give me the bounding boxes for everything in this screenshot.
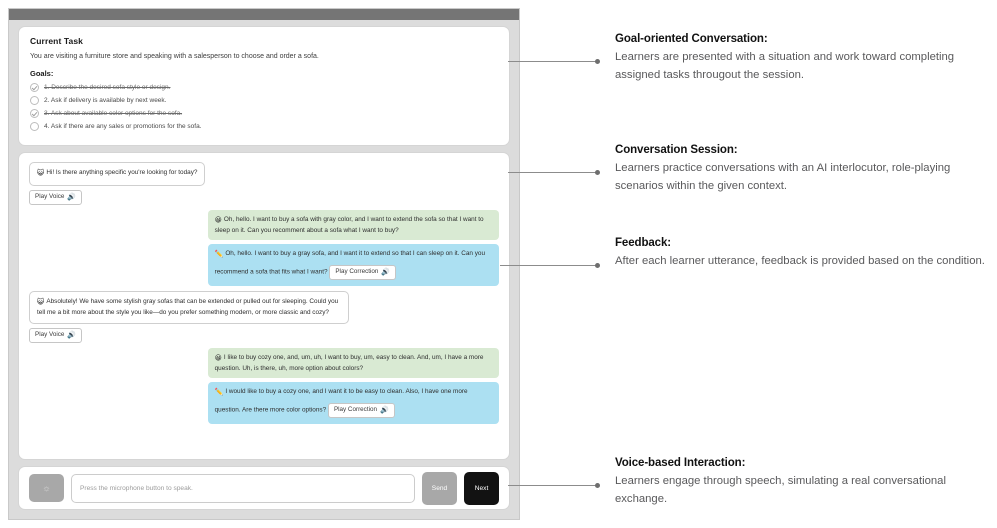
cat-face-icon: 😺 — [37, 170, 45, 178]
annotation-title: Goal-oriented Conversation: — [615, 33, 768, 45]
pencil-icon: ✏️ — [214, 250, 224, 258]
smiley-face-icon: 😀 — [214, 354, 222, 362]
goal-item-2[interactable]: 2. Ask if delivery is available by next … — [30, 96, 498, 106]
pencil-icon: ✏️ — [214, 388, 224, 396]
play-correction-label: Play Correction — [333, 406, 377, 414]
speaker-icon: 🔊 — [67, 193, 77, 201]
annotation-title: Conversation Session: — [615, 144, 738, 156]
annotation-conversation-session: Conversation Session: Learners practice … — [615, 144, 995, 195]
annotation-title: Voice-based Interaction: — [615, 457, 746, 469]
chat-turn-ai: 😺Absolutely! We have some stylish gray s… — [29, 291, 499, 343]
connector-line-voice — [508, 482, 600, 488]
correction-bubble: ✏️I would like to buy a cozy one, and I … — [207, 381, 499, 425]
goal-checkbox[interactable] — [30, 96, 39, 106]
task-description: You are visiting a furniture store and s… — [30, 53, 319, 60]
chat-turn-user: 😀Oh, hello. I want to buy a sofa with gr… — [29, 209, 499, 287]
connector-line-session — [508, 169, 600, 175]
learner-message-text: Oh, hello. I want to buy a sofa with gra… — [214, 215, 484, 234]
chat-turn-user: 😀I like to buy cozy one, and, um, uh, I … — [29, 347, 499, 425]
annotation-goal-oriented: Goal-oriented Conversation: Learners are… — [615, 33, 995, 84]
next-button[interactable]: Next — [464, 471, 499, 505]
correction-bubble: ✏️Oh, hello. I want to buy a gray sofa, … — [207, 243, 499, 287]
task-panel-title: Current Task — [30, 36, 84, 46]
learner-message-bubble: 😀I like to buy cozy one, and, um, uh, I … — [207, 347, 499, 378]
app-body: Current Task You are visiting a furnitur… — [9, 20, 519, 519]
ai-message-bubble: 😺Absolutely! We have some stylish gray s… — [29, 291, 349, 324]
annotation-body: After each learner utterance, feedback i… — [615, 255, 985, 267]
send-button[interactable]: Send — [422, 471, 457, 505]
goals-label: Goals: — [30, 69, 54, 79]
microphone-icon: ☼ — [42, 483, 51, 493]
goal-checkbox[interactable] — [30, 83, 39, 93]
speech-text-input[interactable]: Press the microphone button to speak. — [71, 473, 415, 503]
connector-line-feedback — [500, 262, 600, 268]
goal-label: 4. Ask if there are any sales or promoti… — [44, 122, 202, 130]
learner-message-text: I like to buy cozy one, and, um, uh, I w… — [214, 353, 484, 372]
speaker-icon: 🔊 — [379, 407, 389, 415]
window-title-bar — [9, 9, 519, 20]
goal-label: 3. Ask about available color options for… — [44, 109, 183, 117]
app-window: Current Task You are visiting a furnitur… — [8, 8, 520, 520]
annotation-body: Learners are presented with a situation … — [615, 51, 955, 81]
chat-turn-ai: 😺Hi! Is there anything specific you're l… — [29, 162, 499, 205]
play-correction-label: Play Correction — [335, 268, 379, 276]
ai-message-text: Absolutely! We have some stylish gray so… — [37, 298, 339, 317]
goal-item-4[interactable]: 4. Ask if there are any sales or promoti… — [30, 122, 498, 132]
play-correction-button[interactable]: Play Correction 🔊 — [329, 265, 397, 281]
current-task-panel: Current Task You are visiting a furnitur… — [18, 26, 510, 147]
microphone-button[interactable]: ☼ — [29, 474, 64, 502]
play-voice-label: Play Voice — [35, 330, 65, 338]
play-voice-button[interactable]: Play Voice 🔊 — [29, 189, 83, 205]
correction-text: Oh, hello. I want to buy a gray sofa, an… — [214, 249, 486, 276]
annotation-body: Learners practice conversations with an … — [615, 162, 951, 192]
play-correction-button[interactable]: Play Correction 🔊 — [327, 403, 395, 419]
annotation-voice-based: Voice-based Interaction: Learners engage… — [615, 457, 995, 508]
goal-item-3[interactable]: 3. Ask about available color options for… — [30, 109, 498, 119]
connector-line-goal — [508, 58, 600, 64]
goal-checkbox[interactable] — [30, 109, 39, 119]
cat-face-icon: 😺 — [37, 299, 45, 307]
goal-label: 2. Ask if delivery is available by next … — [44, 96, 167, 104]
annotation-title: Feedback: — [615, 237, 671, 249]
conversation-panel: 😺Hi! Is there anything specific you're l… — [18, 152, 510, 460]
ai-message-bubble: 😺Hi! Is there anything specific you're l… — [29, 162, 206, 186]
learner-message-bubble: 😀Oh, hello. I want to buy a sofa with gr… — [207, 209, 499, 240]
play-voice-label: Play Voice — [35, 192, 65, 200]
play-voice-button[interactable]: Play Voice 🔊 — [29, 327, 83, 343]
speaker-icon: 🔊 — [67, 331, 77, 339]
voice-input-bar: ☼ Press the microphone button to speak. … — [18, 466, 510, 510]
speaker-icon: 🔊 — [381, 269, 391, 277]
goal-item-1[interactable]: 1. Describe the desired sofa style or de… — [30, 83, 498, 93]
goal-label: 1. Describe the desired sofa style or de… — [44, 83, 171, 91]
goal-checkbox[interactable] — [30, 122, 39, 132]
correction-text: I would like to buy a cozy one, and I wa… — [214, 387, 468, 414]
ai-message-text: Hi! Is there anything specific you're lo… — [46, 169, 198, 177]
annotation-body: Learners engage through speech, simulati… — [615, 475, 946, 505]
speech-input-placeholder: Press the microphone button to speak. — [80, 484, 193, 492]
smiley-face-icon: 😀 — [214, 216, 222, 224]
annotation-feedback: Feedback: After each learner utterance, … — [615, 237, 995, 271]
